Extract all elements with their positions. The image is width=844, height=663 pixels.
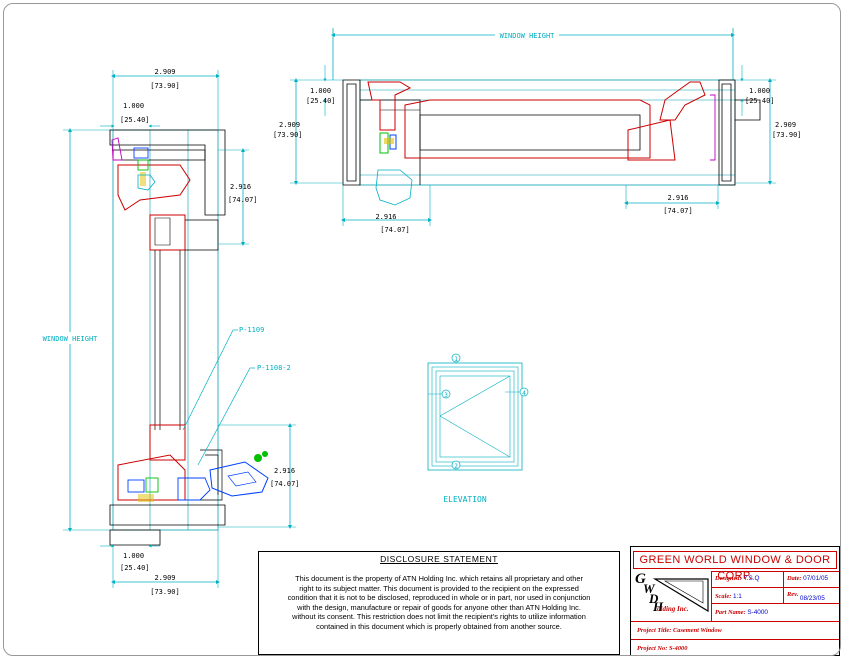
top-section: WINDOW HEIGHT 2.909 [73.90] [273, 28, 802, 234]
dim-left-bottom-right-mm: [74.07] [270, 480, 300, 488]
logo-letter-d: D [649, 591, 659, 606]
disclosure-body: This document is the property of ATN Hol… [287, 574, 591, 631]
dim-left-top-right: 2.916 [230, 183, 251, 191]
project-no-label: Project No: [637, 645, 668, 652]
dim-left-top-mm: [73.90] [150, 82, 180, 90]
part-name-field: Part Name: S-4000 [715, 609, 768, 616]
project-title-value: Casement Window [672, 627, 722, 634]
dim-top-left-mm: [73.90] [273, 131, 303, 139]
marker-4: 4 [522, 390, 526, 397]
dim-top-left-1000-mm: [25.40] [306, 97, 336, 105]
dim-left-bottom-1000-mm: [25.40] [120, 564, 150, 572]
rev-field: Rev. 08/23/05 [787, 591, 825, 602]
scale-label: Scale: [715, 593, 732, 600]
designed-field: Designed: Y.S.Q [715, 575, 759, 582]
window-height-label-top: WINDOW HEIGHT [500, 32, 556, 40]
marker-2: 2 [454, 463, 458, 470]
dim-top-bottom-right: 2.916 [667, 194, 688, 202]
dim-left-bottom-mm: [73.90] [150, 588, 180, 596]
marker-3: 3 [444, 392, 448, 399]
project-no-value: S-4000 [668, 645, 688, 652]
dim-top-left-1000: 1.000 [310, 87, 331, 95]
disclosure-statement: DISCLOSURE STATEMENT This document is th… [258, 551, 620, 655]
date-field: Date: 07/01/05 [787, 575, 828, 582]
designed-value: Y.S.Q [743, 575, 760, 582]
rev-label: Rev. [787, 591, 799, 598]
left-section: WINDOW HEIGHT [36, 68, 300, 596]
dim-top-right-mm: [73.90] [772, 131, 802, 139]
logo-text: olding Inc. [657, 605, 689, 613]
date-label: Date: [787, 575, 802, 582]
scale-field: Scale: 1:1 [715, 593, 742, 600]
dim-left-bottom-1000: 1.000 [123, 552, 144, 560]
elevation-view: 1 2 3 4 ELEVATION [427, 353, 529, 504]
designed-label: Designed: [715, 575, 742, 582]
dim-top-bottom-left-mm: [74.07] [380, 226, 410, 234]
project-no-field: Project No: S-4000 [637, 645, 687, 652]
dim-top-right-inch: 2.909 [775, 121, 796, 129]
part-name-value: S-4000 [747, 609, 768, 616]
rev-value: 08/23/05 [799, 595, 825, 602]
logo-letter-w: W [643, 581, 655, 596]
logo-letter-g: G [635, 571, 646, 587]
project-title-label: Project Title: [637, 627, 672, 634]
dim-top-right-1000-mm: [25.40] [745, 97, 775, 105]
date-value: 07/01/05 [803, 575, 829, 582]
dim-left-top-1000: 1.000 [123, 102, 144, 110]
part-label-1108-2: P-1108-2 [257, 364, 291, 372]
part-name-label: Part Name: [715, 609, 746, 616]
disclosure-title: DISCLOSURE STATEMENT [380, 554, 498, 564]
dim-left-bottom-right: 2.916 [274, 467, 295, 475]
company-logo: G W D H olding Inc. [633, 571, 711, 619]
dim-left-bottom-inch: 2.909 [154, 574, 175, 582]
part-label-1109: P-1109 [239, 326, 264, 334]
project-title-field: Project Title: Casement Window [637, 627, 722, 634]
logo-triangle-icon [652, 578, 709, 613]
dim-left-top-inch: 2.909 [154, 68, 175, 76]
elevation-label: ELEVATION [443, 495, 487, 504]
dim-top-bottom-right-mm: [74.07] [663, 207, 693, 215]
title-block: GREEN WORLD WINDOW & DOOR CORP. G W D H … [630, 546, 840, 656]
scale-value: 1:1 [732, 593, 742, 600]
logo-letter-h: H [653, 599, 664, 614]
window-height-label-left: WINDOW HEIGHT [43, 335, 99, 343]
dim-left-top-right-mm: [74.07] [228, 196, 258, 204]
dim-left-top-1000-mm: [25.40] [120, 116, 150, 124]
marker-1: 1 [454, 356, 458, 363]
dim-top-bottom-left: 2.916 [375, 213, 396, 221]
company-name: GREEN WORLD WINDOW & DOOR CORP. [633, 551, 837, 582]
dim-top-left-inch: 2.909 [279, 121, 300, 129]
dim-top-right-1000: 1.000 [749, 87, 770, 95]
